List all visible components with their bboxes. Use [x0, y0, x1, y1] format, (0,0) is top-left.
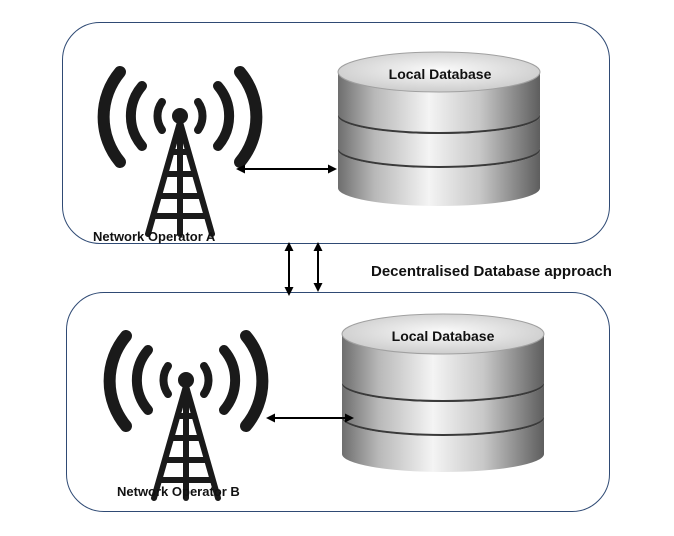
network-operator-a-label: Network Operator A	[93, 229, 216, 244]
radio-tower-icon	[110, 336, 263, 498]
diagram-title: Decentralised Database approach	[371, 263, 612, 280]
local-database-b-icon	[341, 313, 545, 472]
local-database-a-label: Local Database	[388, 66, 492, 82]
radio-tower-icon	[104, 72, 257, 234]
local-database-a-icon	[337, 51, 541, 206]
network-operator-b-label: Network Operator B	[117, 484, 240, 499]
local-database-b-label: Local Database	[391, 328, 495, 344]
